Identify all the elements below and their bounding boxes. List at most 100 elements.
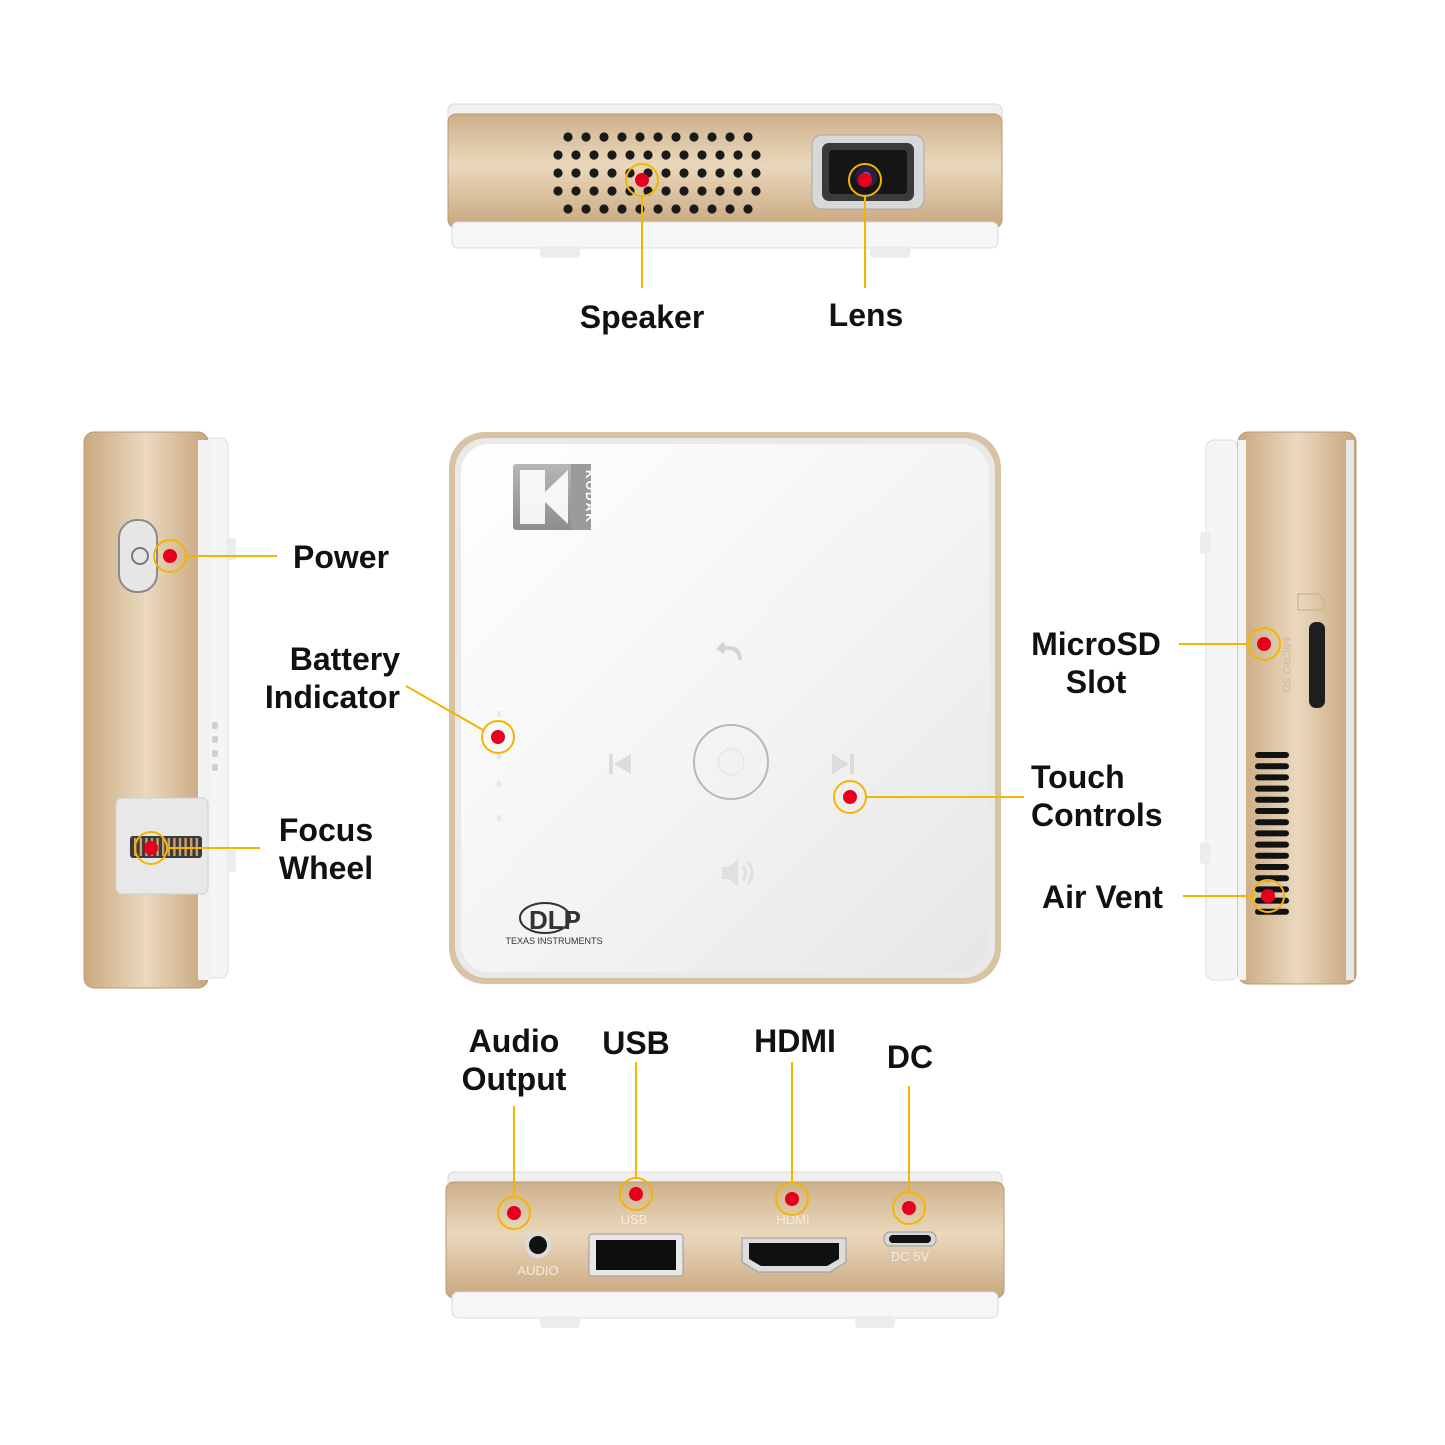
speaker-grille: [553, 132, 761, 214]
speaker-hole: [635, 132, 645, 142]
speaker-hole: [733, 186, 743, 196]
microsd-print: MICRO SD: [1280, 638, 1292, 693]
dc-port-print: DC 5V: [891, 1249, 930, 1264]
speaker-hole: [607, 150, 617, 160]
speaker-hole: [607, 168, 617, 178]
battery-indicator-marker-dot: [491, 730, 505, 744]
label-microsd-slot: MicroSD Slot: [1016, 625, 1176, 701]
vent-slat: [1255, 752, 1289, 758]
usb-marker-dot: [629, 1187, 643, 1201]
speaker-hole: [751, 150, 761, 160]
label-battery-line2: Indicator: [264, 679, 400, 715]
label-usb: USB: [602, 1025, 670, 1061]
vent-slat: [1255, 864, 1289, 870]
speaker-hole: [553, 150, 563, 160]
speaker-hole: [661, 168, 671, 178]
speaker-hole: [607, 186, 617, 196]
speaker-hole: [643, 150, 653, 160]
battery-indicator-leds: [497, 711, 501, 821]
top-panel: KODAK: [449, 432, 1001, 984]
speaker-hole: [571, 150, 581, 160]
play-button-icon[interactable]: [693, 724, 769, 800]
touch-controls: [497, 641, 854, 887]
speaker-hole: [571, 168, 581, 178]
label-touch-line2: Controls: [1031, 797, 1163, 833]
speaker-hole: [689, 132, 699, 142]
air-vent: [1255, 752, 1289, 915]
usb-port[interactable]: [588, 1233, 684, 1277]
speaker-hole: [625, 150, 635, 160]
volume-icon[interactable]: [722, 859, 754, 887]
speaker-hole: [697, 150, 707, 160]
speaker-hole: [689, 204, 699, 214]
vent-slat: [1255, 774, 1289, 781]
speaker-hole: [581, 132, 591, 142]
touch-controls-marker-ring: [833, 780, 867, 814]
speaker-hole: [589, 168, 599, 178]
hdmi-marker-dot: [785, 1192, 799, 1206]
right-side-view: MICRO SD: [1200, 431, 1357, 985]
speaker-hole: [599, 204, 609, 214]
speaker-hole: [617, 132, 627, 142]
speaker-hole: [697, 186, 707, 196]
power-icon: [131, 547, 149, 565]
focus-wheel[interactable]: [115, 797, 209, 895]
vent-slat: [1255, 785, 1289, 792]
usb-marker-ring: [619, 1177, 653, 1211]
microsd-slot[interactable]: [1309, 622, 1325, 708]
speaker-hole: [707, 132, 717, 142]
speaker-hole: [707, 204, 717, 214]
label-microsd-line2: Slot: [1065, 664, 1127, 700]
air-vent-marker-ring: [1251, 879, 1285, 913]
back-arrow-icon[interactable]: [715, 641, 742, 661]
label-power: Power: [293, 539, 390, 575]
label-focus-line1: Focus: [278, 812, 374, 848]
label-dc: DC: [886, 1039, 934, 1075]
speaker-hole: [635, 204, 645, 214]
speaker-hole: [725, 132, 735, 142]
power-button[interactable]: [118, 519, 158, 593]
hdmi-marker-ring: [775, 1182, 809, 1216]
front-view: [447, 103, 1003, 258]
speaker-hole: [743, 204, 753, 214]
speaker-hole: [679, 168, 689, 178]
speaker-hole: [679, 150, 689, 160]
speaker-hole: [671, 132, 681, 142]
label-lens: Lens: [828, 297, 904, 333]
vent-slat: [1255, 841, 1289, 848]
speaker-marker-dot: [635, 173, 649, 187]
dlp-logo-sub: TEXAS INSTRUMENTS: [505, 936, 602, 946]
speaker-hole: [751, 168, 761, 178]
label-focus-wheel: Focus Wheel: [256, 811, 396, 887]
speaker-hole: [743, 132, 753, 142]
speaker-hole: [653, 204, 663, 214]
previous-track-icon[interactable]: [609, 754, 631, 774]
speaker-hole: [715, 150, 725, 160]
speaker-hole: [563, 204, 573, 214]
label-battery-line1: Battery: [289, 641, 400, 677]
dc-marker-dot: [902, 1201, 916, 1215]
vent-slat: [1255, 852, 1289, 859]
kodak-logo-text: KODAK: [583, 470, 597, 524]
power-marker-dot: [163, 549, 177, 563]
audio-port[interactable]: [525, 1232, 551, 1258]
focus-wheel-marker-dot: [144, 841, 158, 855]
next-track-icon[interactable]: [832, 754, 854, 774]
vent-slat: [1255, 763, 1289, 770]
speaker-hole: [725, 204, 735, 214]
speaker-hole: [581, 204, 591, 214]
speaker-hole: [697, 168, 707, 178]
audio-output-marker-dot: [507, 1206, 521, 1220]
dc-port[interactable]: [883, 1231, 937, 1247]
label-air-vent: Air Vent: [1042, 879, 1163, 915]
lens-housing: [811, 134, 925, 210]
hdmi-port[interactable]: [741, 1237, 847, 1273]
lens-marker-dot: [858, 173, 872, 187]
battery-indicator-marker-ring: [481, 720, 515, 754]
vent-slat: [1255, 808, 1289, 814]
dc-marker-ring: [892, 1191, 926, 1225]
speaker-hole: [751, 186, 761, 196]
battery-indicator-leader-line: [405, 685, 484, 731]
